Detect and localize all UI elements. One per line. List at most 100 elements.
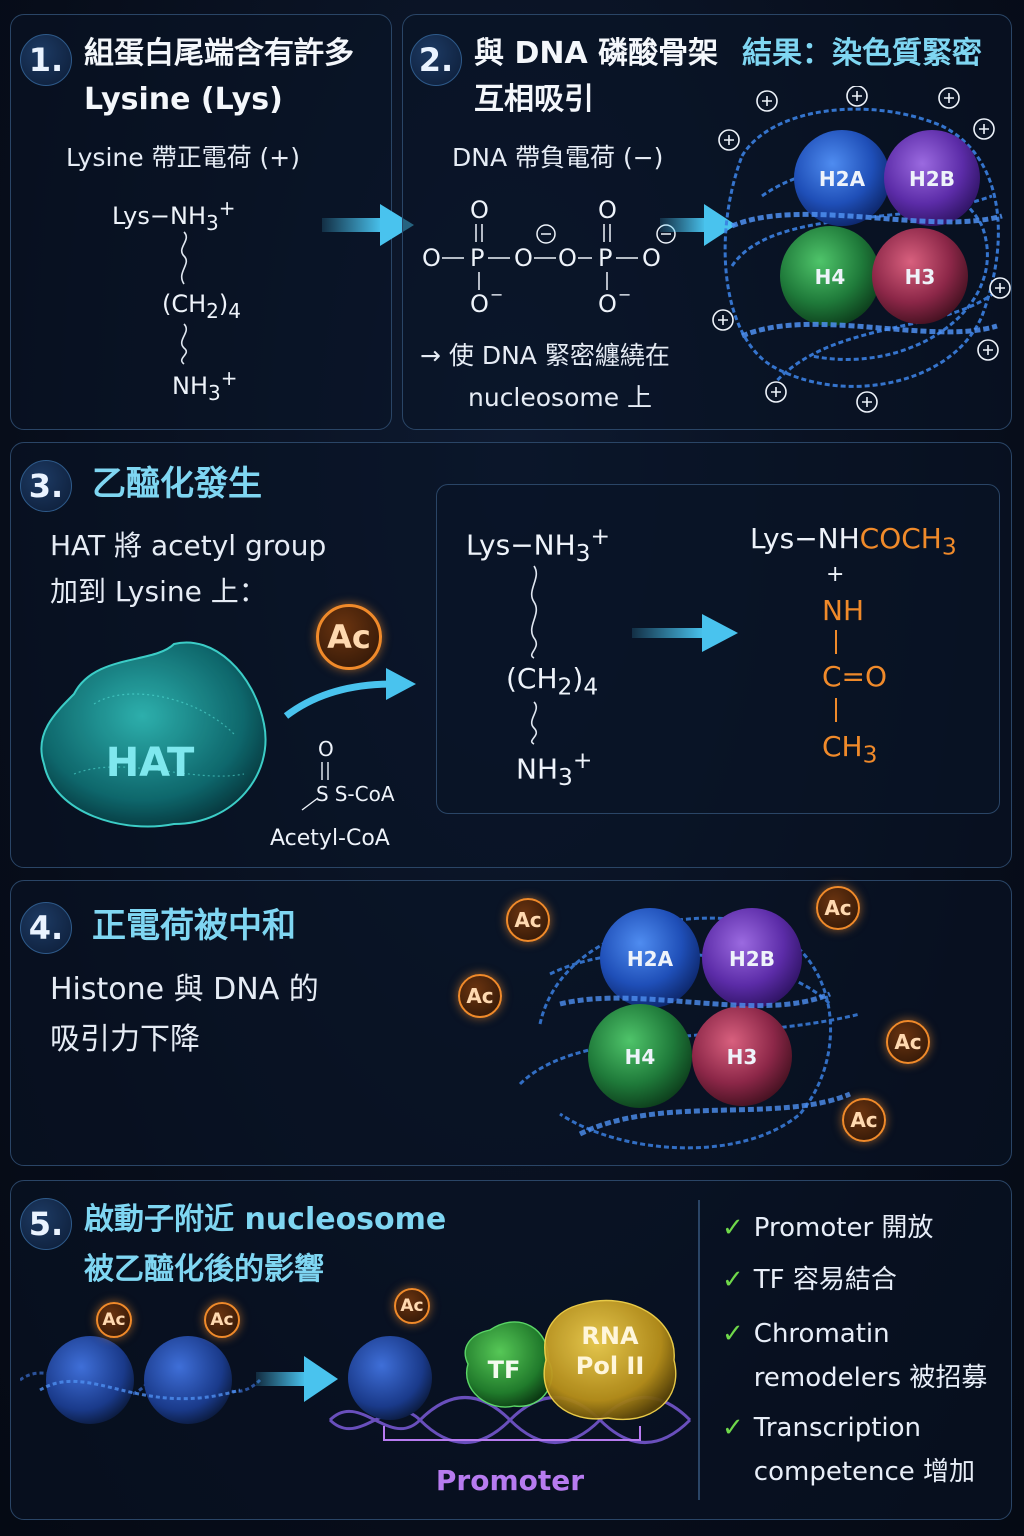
svg-text:Promoter: Promoter — [436, 1464, 584, 1497]
ac-badge-5: Ac — [842, 1098, 886, 1142]
panel5-divider — [698, 1200, 700, 1500]
arrow-1-to-2 — [322, 204, 414, 246]
lys-nh3-top: Lys−NH3+ — [112, 196, 236, 235]
product-bond-1 — [835, 630, 837, 654]
histone-h2b — [884, 130, 980, 226]
compact-nucleosome: H2A H2B H4 H3 — [712, 86, 1011, 413]
reactant-wavy-1 — [530, 565, 538, 659]
wavy-bond-2 — [180, 323, 188, 365]
reactant-lys-nh3: Lys−NH3+ — [466, 522, 611, 567]
nh3-bottom: NH3+ — [172, 366, 238, 405]
svg-text:H4: H4 — [625, 1045, 656, 1069]
check-item: ✓ Promoter 開放 — [722, 1202, 1008, 1254]
panel5-title-line1: 啟動子附近 nucleosome — [84, 1202, 447, 1237]
svg-text:H2B: H2B — [729, 947, 775, 971]
reactant-wavy-2 — [530, 701, 538, 745]
reactant-nh3: NH3+ — [516, 746, 593, 791]
nucleosome-small-2 — [144, 1336, 232, 1424]
acetyl-coa-label: Acetyl-CoA — [270, 826, 390, 851]
svg-text:H2B: H2B — [909, 167, 955, 191]
svg-text:H3: H3 — [727, 1045, 758, 1069]
panel5-title-line2: 被乙醯化後的影響 — [84, 1252, 324, 1287]
ac-badge-p5-2: Ac — [204, 1302, 240, 1338]
svg-text:P: P — [470, 244, 484, 272]
step-5-badge: 5. — [20, 1198, 72, 1250]
acetylated-nucleosome: H2A H2B H4 H3 — [518, 908, 861, 1150]
step-1-badge: 1. — [20, 34, 72, 86]
panel4-title: 正電荷被中和 — [92, 906, 296, 946]
ac-badge-4: Ac — [886, 1020, 930, 1064]
result-title: 結果：染色質緊密 — [742, 36, 982, 71]
step-2-badge: 2. — [410, 34, 462, 86]
panel1-title-line1: 組蛋白尾端含有許多 — [84, 36, 354, 71]
product-bond-2 — [835, 698, 837, 722]
hat-enzyme: HAT — [40, 641, 267, 828]
histone-h4 — [588, 1004, 692, 1108]
wavy-bond-1 — [180, 231, 188, 285]
histone-h2a — [600, 908, 700, 1008]
svg-text:−: − — [618, 285, 631, 304]
svg-text:O: O — [422, 244, 441, 272]
panel2-note-line2: nucleosome 上 — [468, 383, 653, 412]
panel4-text-line1: Histone 與 DNA 的 — [50, 972, 319, 1007]
ac-badge-1: Ac — [506, 898, 550, 942]
check-icon: ✓ — [722, 1413, 744, 1443]
svg-text:O: O — [470, 196, 489, 224]
product-nh: NH — [822, 594, 864, 627]
product-lys-nhcoch3: Lys−NHCOCH3 — [750, 522, 957, 561]
panel2-title-line2: 互相吸引 — [474, 82, 594, 117]
promoter-scene: TF RNA Pol II Promoter — [20, 1299, 692, 1497]
check-icon: ✓ — [722, 1213, 744, 1243]
effects-checklist: ✓ Promoter 開放 ✓ TF 容易結合 ✓ Chromatin remo… — [722, 1202, 1008, 1494]
check-item: ✓ Transcription competence 增加 — [722, 1406, 1008, 1494]
svg-text:RNA: RNA — [581, 1322, 639, 1350]
acetyl-coa-structure: O — [301, 737, 334, 811]
svg-text:Pol II: Pol II — [576, 1352, 645, 1380]
histone-h2a — [794, 130, 890, 226]
check-icon: ✓ — [722, 1319, 744, 1349]
panel3-title: 乙醯化發生 — [92, 464, 262, 504]
svg-text:H2A: H2A — [627, 947, 674, 971]
panel1-subtitle: Lysine 帶正電荷 (+) — [66, 143, 300, 172]
histone-h3 — [872, 228, 968, 324]
nucleosome-acetylated — [348, 1336, 432, 1420]
step-3-badge: 3. — [20, 460, 72, 512]
ch2-4: (CH2)4 — [162, 290, 242, 323]
step-number: 1. — [28, 41, 64, 79]
panel2-title-line1: 與 DNA 磷酸骨架 — [474, 36, 719, 71]
arrow-2-to-result — [660, 204, 736, 246]
svg-text:−: − — [490, 285, 503, 304]
product-plus: + — [826, 562, 845, 587]
svg-text:O: O — [514, 244, 533, 272]
panel3-text-line2: 加到 Lysine 上： — [50, 575, 267, 608]
svg-text:P: P — [598, 244, 612, 272]
acetyl-group-badge: Ac — [316, 604, 382, 670]
reaction-arrow — [632, 614, 738, 652]
panel3-text-line1: HAT 將 acetyl group — [50, 529, 327, 562]
product-co: C=O — [822, 660, 888, 693]
ac-badge-2: Ac — [816, 886, 860, 930]
curved-arrow-acetyl — [283, 668, 416, 719]
check-icon: ✓ — [722, 1265, 744, 1295]
svg-text:O: O — [598, 196, 617, 224]
nucleosome-small-1 — [46, 1336, 134, 1424]
reactant-ch2-4: (CH2)4 — [506, 662, 599, 701]
reaction-box — [436, 484, 1000, 814]
panel4-text-line2: 吸引力下降 — [50, 1022, 200, 1057]
svg-text:H3: H3 — [905, 265, 936, 289]
check-item: ✓ TF 容易結合 — [722, 1254, 1008, 1306]
product-ch3: CH3 — [822, 730, 878, 769]
histone-h2b — [702, 908, 802, 1008]
panel2-note-line1: → 使 DNA 緊密纏繞在 — [420, 341, 670, 370]
svg-text:O: O — [598, 290, 617, 318]
svg-text:TF: TF — [488, 1356, 521, 1384]
svg-text:H2A: H2A — [819, 167, 866, 191]
phosphate-backbone: O O P O O O P O O− O− — [422, 196, 676, 318]
svg-text:O: O — [642, 244, 661, 272]
histone-h4 — [780, 226, 880, 326]
svg-text:H4: H4 — [815, 265, 846, 289]
svg-text:HAT: HAT — [106, 740, 195, 786]
check-item: ✓ Chromatin remodelers 被招募 — [722, 1312, 1008, 1400]
ac-badge-p5-3: Ac — [394, 1288, 430, 1324]
